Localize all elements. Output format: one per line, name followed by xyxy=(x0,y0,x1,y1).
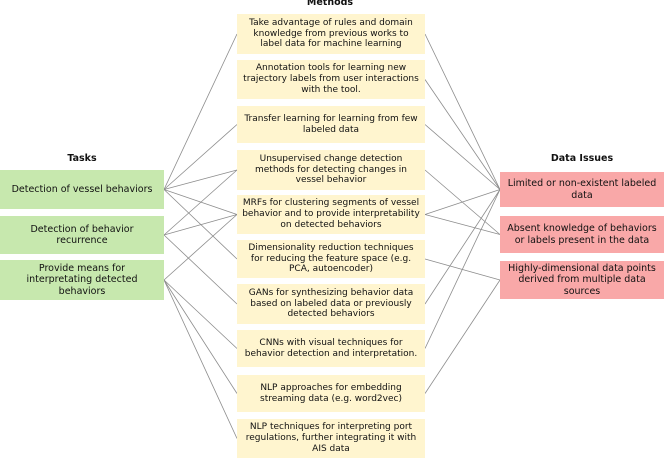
method-change-detection: Unsupervised change detection methods fo… xyxy=(237,150,425,190)
issue-limited-labels: Limited or non-existent labeled data xyxy=(500,172,664,207)
task-method-link xyxy=(163,214,238,236)
task-method-link xyxy=(163,234,238,305)
task-vessel-behaviors: Detection of vessel behaviors xyxy=(0,170,164,209)
issue-high-dimensional: Highly-dimensional data points derived f… xyxy=(500,261,664,299)
method-issue-link xyxy=(424,189,501,349)
task-method-link xyxy=(163,279,238,349)
method-issue-link xyxy=(424,189,501,305)
task-method-link xyxy=(163,279,238,439)
method-issue-link xyxy=(424,279,501,394)
task-behavior-recurrence: Detection of behavior recurrence xyxy=(0,216,164,254)
issues-heading: Data Issues xyxy=(550,153,614,164)
tasks-heading: Tasks xyxy=(67,153,97,164)
method-mrfs: MRFs for clustering segments of vessel b… xyxy=(237,195,425,234)
method-annotation-tools: Annotation tools for learning new trajec… xyxy=(237,60,425,99)
method-issue-link xyxy=(424,124,501,190)
task-method-link xyxy=(163,169,238,190)
issue-absent-knowledge: Absent knowledge of behaviors or labels … xyxy=(500,216,664,253)
methods-heading: Methods xyxy=(306,0,354,8)
method-dimensionality-reduction: Dimensionality reduction techniques for … xyxy=(237,240,425,278)
task-method-link xyxy=(163,33,238,190)
task-method-link xyxy=(163,124,238,190)
method-nlp-embedding: NLP approaches for embedding streaming d… xyxy=(237,375,425,412)
method-rules-labeling: Take advantage of rules and domain knowl… xyxy=(237,14,425,54)
method-gans: GANs for synthesizing behavior data base… xyxy=(237,284,425,324)
method-transfer-learning: Transfer learning for learning from few … xyxy=(237,106,425,143)
method-issue-link xyxy=(424,189,501,215)
task-method-link xyxy=(163,279,238,394)
task-method-link xyxy=(163,189,238,260)
method-cnns: CNNs with visual techniques for behavior… xyxy=(237,330,425,367)
method-issue-link xyxy=(424,33,501,190)
task-interpretation: Provide means for interpretating detecte… xyxy=(0,260,164,300)
method-nlp-port-regulations: NLP techniques for interpreting port reg… xyxy=(237,419,425,458)
task-method-link xyxy=(163,169,238,236)
method-issue-link xyxy=(424,79,501,190)
method-issue-link xyxy=(424,214,501,235)
task-method-link xyxy=(163,214,238,281)
